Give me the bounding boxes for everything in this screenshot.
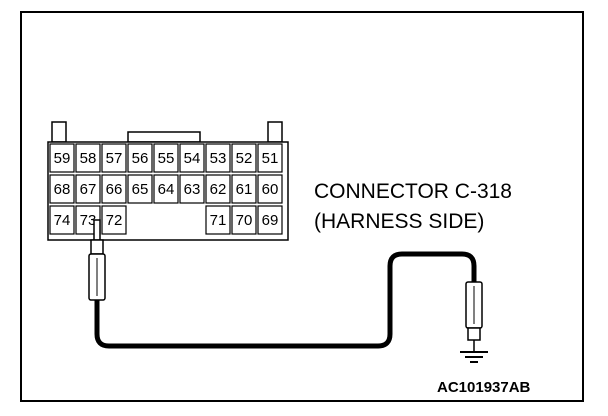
pin-label: 62 xyxy=(210,181,227,198)
pin-cell xyxy=(231,174,257,204)
connector-key xyxy=(127,131,201,143)
probe-collar xyxy=(467,327,481,341)
probe-collar xyxy=(90,239,104,255)
pin-label: 65 xyxy=(132,181,149,198)
pin-cell xyxy=(153,143,179,173)
pin-label: 54 xyxy=(184,150,201,167)
connector-title-line1: CONNECTOR C-318 xyxy=(314,180,512,203)
pin-cell xyxy=(101,174,127,204)
pin-label: 53 xyxy=(210,150,227,167)
probe-tip xyxy=(93,219,101,241)
pin-cell xyxy=(49,205,75,235)
pin-label: 60 xyxy=(262,181,279,198)
pin-label: 72 xyxy=(106,212,123,229)
pin-label: 59 xyxy=(54,150,71,167)
pin-cell xyxy=(231,205,257,235)
pin-cell xyxy=(49,174,75,204)
connector-title-line2: (HARNESS SIDE) xyxy=(314,210,484,233)
pin-cell xyxy=(179,143,205,173)
ground-icon xyxy=(460,351,488,363)
pin-label: 52 xyxy=(236,150,253,167)
pin-label: 57 xyxy=(106,150,123,167)
pin-label: 69 xyxy=(262,212,279,229)
pin-label: 55 xyxy=(158,150,175,167)
pin-cell xyxy=(127,174,153,204)
pin-label: 71 xyxy=(210,212,227,229)
pin-cell xyxy=(257,174,283,204)
pin-label: 74 xyxy=(54,212,71,229)
pin-cell xyxy=(153,174,179,204)
pin-cell xyxy=(231,143,257,173)
pin-cell xyxy=(127,143,153,173)
pin-label: 73 xyxy=(80,212,97,229)
figure-id: AC101937AB xyxy=(437,379,531,396)
pin-cell xyxy=(75,174,101,204)
connector-c-318: 59 58 57 56 55 54 53 52 51 68 67 66 65 64 63 62 61 60 74 73… xyxy=(47,121,289,241)
pin-label: 51 xyxy=(262,150,279,167)
pin-label: 58 xyxy=(80,150,97,167)
pin-label: 64 xyxy=(158,181,175,198)
pin-cell xyxy=(257,143,283,173)
test-probe-ground xyxy=(465,281,483,352)
pin-cell xyxy=(49,143,75,173)
pin-grid: 59 58 57 56 55 54 53 52 51 68 67 66 65 64 63 62 61 60 74 73… xyxy=(49,143,283,235)
pin-label: 61 xyxy=(236,181,253,198)
pin-label: 70 xyxy=(236,212,253,229)
pin-cell xyxy=(205,205,231,235)
pin-cell xyxy=(257,205,283,235)
connector-right-latch xyxy=(267,121,283,143)
pin-label: 63 xyxy=(184,181,201,198)
pin-cell xyxy=(101,143,127,173)
pin-label: 68 xyxy=(54,181,71,198)
pin-cell xyxy=(205,143,231,173)
pin-cell xyxy=(101,205,127,235)
pin-cell xyxy=(75,143,101,173)
pin-label: 67 xyxy=(80,181,97,198)
harness-wire xyxy=(94,251,477,349)
pin-label: 56 xyxy=(132,150,149,167)
pin-cell xyxy=(205,174,231,204)
connector-left-latch xyxy=(51,121,67,143)
pin-cell xyxy=(179,174,205,204)
test-probe-pin-73 xyxy=(88,219,106,301)
pin-label: 66 xyxy=(106,181,123,198)
